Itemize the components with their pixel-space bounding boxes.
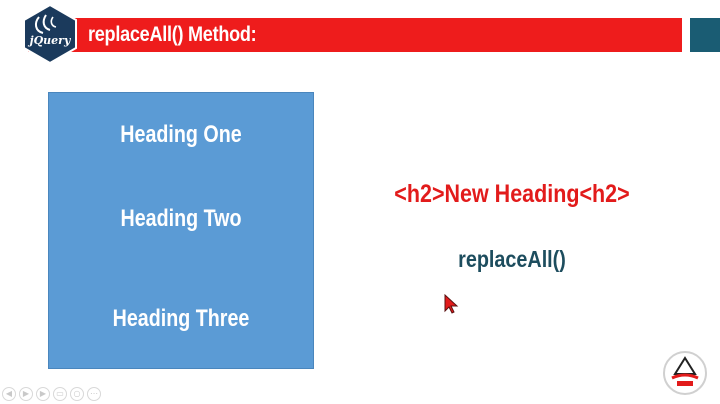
more-icon[interactable]: ⋯ xyxy=(87,387,101,401)
method-label: replaceAll() xyxy=(458,246,566,272)
back-icon[interactable]: ◀ xyxy=(2,387,16,401)
title-accent-block xyxy=(690,18,720,52)
heading-one: Heading One xyxy=(120,121,242,148)
heading-three: Heading Three xyxy=(112,305,250,332)
logo-text: jQuery xyxy=(29,34,71,47)
mouse-cursor-icon xyxy=(444,294,459,314)
forward-icon[interactable]: ▶ xyxy=(36,387,50,401)
zoom-icon[interactable]: ○ xyxy=(70,387,84,401)
channel-logo-icon xyxy=(663,351,707,395)
pages-icon[interactable]: ▭ xyxy=(53,387,67,401)
play-icon[interactable]: ▶ xyxy=(19,387,33,401)
headings-box: Heading One Heading Two Heading Three xyxy=(48,92,314,369)
jquery-logo-icon xyxy=(23,3,77,65)
player-controls: ◀ ▶ ▶ ▭ ○ ⋯ xyxy=(2,387,101,403)
title-bar xyxy=(28,18,682,52)
code-line: <h2>New Heading<h2> xyxy=(394,180,630,208)
page-title: replaceAll() Method: xyxy=(88,23,257,46)
heading-two: Heading Two xyxy=(120,205,242,232)
